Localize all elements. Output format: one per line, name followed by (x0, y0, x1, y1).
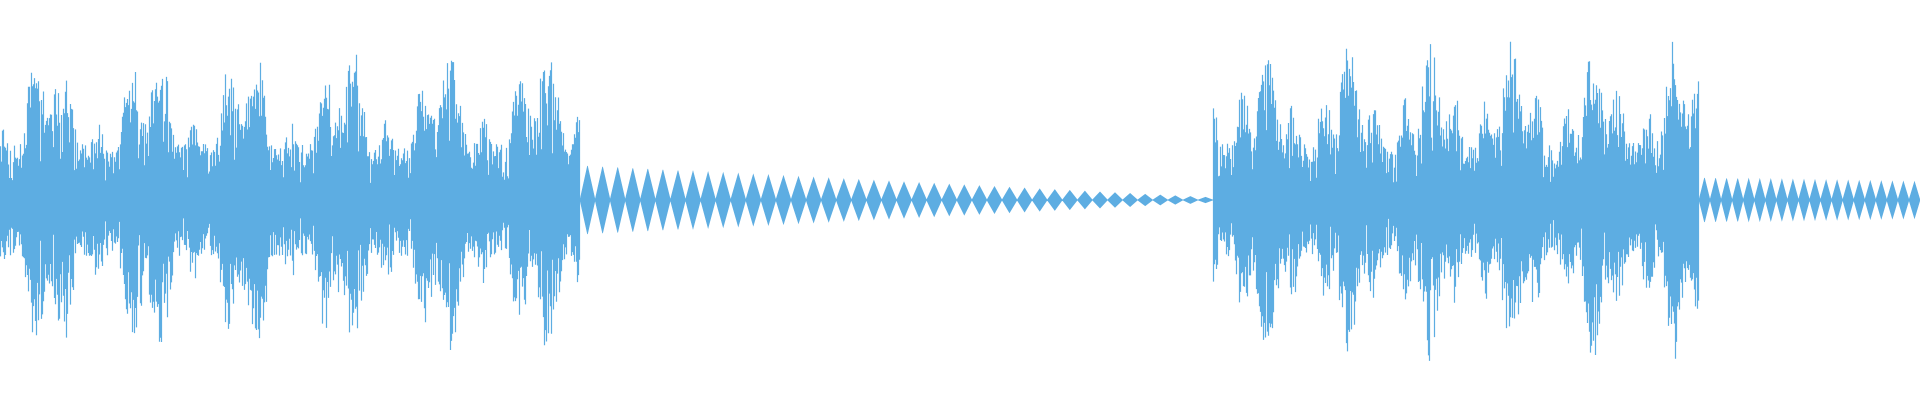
waveform-tone-trace (579, 165, 1214, 235)
waveform-segment-speech (0, 54, 581, 350)
waveform-segment-tone-decay (579, 165, 1214, 235)
waveform-segment-tone-decay (1698, 177, 1920, 223)
waveform-tone-trace (1698, 177, 1920, 223)
waveform-segment-speech (1212, 41, 1700, 361)
waveform-speech-trace (1212, 41, 1700, 361)
waveform-speech-trace (0, 54, 581, 350)
